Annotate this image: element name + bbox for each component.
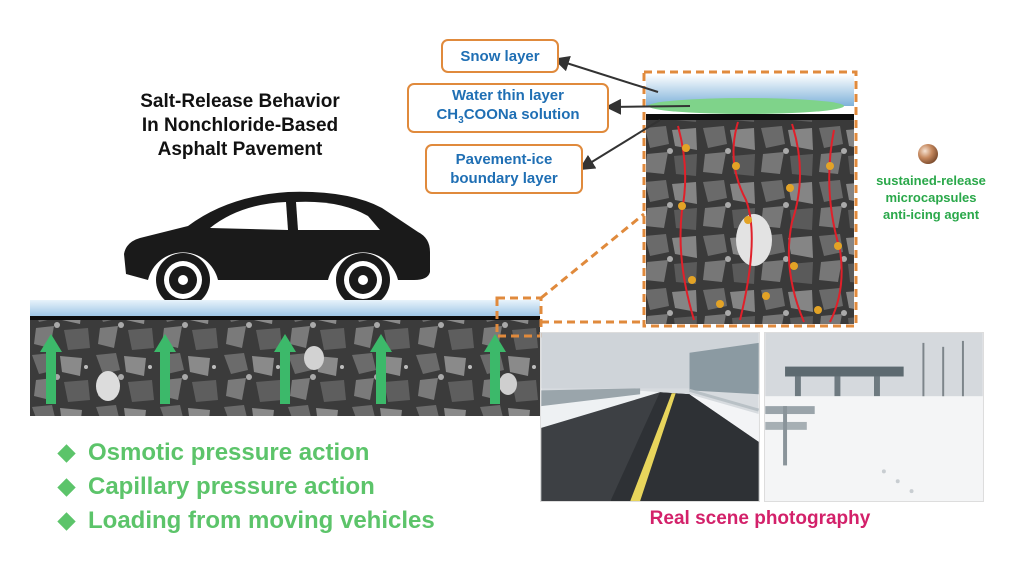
mechanism-list: Osmotic pressure action Capillary pressu… — [60, 436, 435, 538]
diamond-icon — [57, 444, 75, 462]
anti-icing-agent-label: sustained-release microcapsules anti-ici… — [842, 172, 1020, 223]
water-solution-formula: CH3COONa solution — [409, 105, 607, 130]
sphere-icon — [917, 143, 939, 165]
highway-photo — [540, 332, 760, 502]
list-item: Loading from moving vehicles — [60, 504, 435, 538]
diamond-icon — [57, 512, 75, 530]
snow-layer-label: Snow layer — [441, 39, 559, 73]
photo-caption: Real scene photography — [560, 508, 960, 530]
water-layer-label: Water thin layer CH3COONa solution — [407, 83, 609, 133]
diamond-icon — [57, 478, 75, 496]
list-item: Capillary pressure action — [60, 470, 435, 504]
list-item: Osmotic pressure action — [60, 436, 435, 470]
boundary-layer-label: Pavement-ice boundary layer — [425, 144, 583, 194]
toll-plaza-photo — [764, 332, 984, 502]
